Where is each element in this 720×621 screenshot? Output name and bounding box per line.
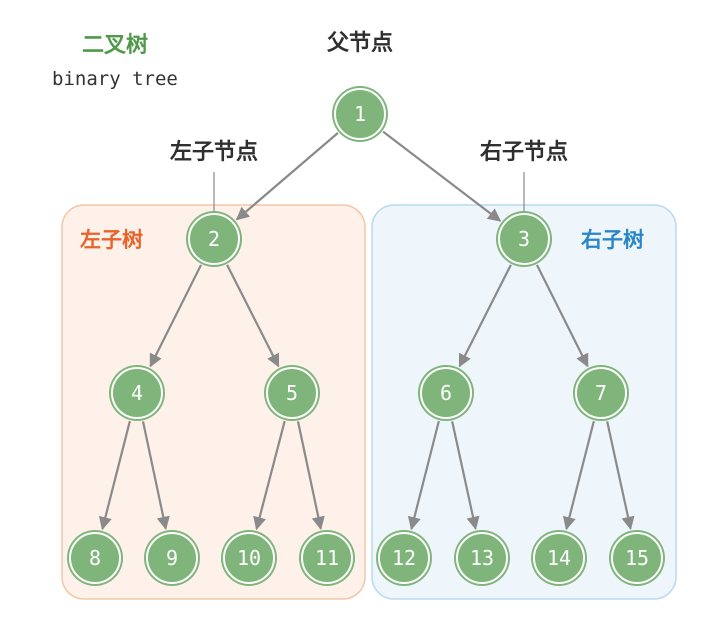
- node-label: 3: [518, 227, 530, 251]
- tree-node-8: 8: [67, 530, 123, 586]
- tree-node-14: 14: [531, 530, 587, 586]
- tree-node-2: 2: [186, 211, 242, 267]
- edge-5-10: [253, 420, 286, 531]
- node-circle: [611, 532, 663, 584]
- node-circle: [223, 532, 275, 584]
- tree-node-13: 13: [454, 530, 510, 586]
- node-label: 7: [595, 381, 607, 405]
- left-subtree-label: 左子树: [80, 228, 143, 252]
- edge-5-11: [296, 421, 325, 530]
- tree-node-7: 7: [573, 365, 629, 421]
- edge-3-6: [458, 264, 512, 368]
- tree-node-11: 11: [299, 530, 355, 586]
- node-label: 5: [286, 381, 298, 405]
- node-label: 9: [166, 546, 178, 570]
- node-circle: [575, 367, 627, 419]
- tree-node-9: 9: [144, 530, 200, 586]
- node-circle: [111, 367, 163, 419]
- edge-6-12: [407, 420, 440, 531]
- node-label: 15: [625, 546, 649, 570]
- node-circle: [301, 532, 353, 584]
- node-circle: [146, 532, 198, 584]
- tree-node-1: 1: [332, 86, 388, 142]
- tree-node-15: 15: [609, 530, 665, 586]
- node-label: 8: [89, 546, 101, 570]
- node-label: 10: [237, 546, 261, 570]
- edge-2-5: [226, 264, 280, 368]
- node-circle: [498, 213, 550, 265]
- edge-1-3: [382, 130, 502, 222]
- edge-4-9: [141, 421, 170, 530]
- node-label: 4: [131, 381, 143, 405]
- node-circle: [420, 367, 472, 419]
- edge-6-13: [451, 421, 480, 530]
- node-circle: [188, 213, 240, 265]
- tree-node-12: 12: [376, 530, 432, 586]
- node-label: 14: [547, 546, 571, 570]
- node-label: 2: [208, 227, 220, 251]
- edge-7-15: [606, 421, 635, 530]
- edge-3-7: [535, 264, 589, 368]
- tree-node-3: 3: [496, 211, 552, 267]
- node-circle: [334, 88, 386, 140]
- node-circle: [69, 532, 121, 584]
- left-child-label: 左子节点: [170, 139, 258, 165]
- node-label: 13: [470, 546, 494, 570]
- node-label: 1: [354, 102, 366, 126]
- tree-node-6: 6: [418, 365, 474, 421]
- right-subtree-label: 右子树: [581, 228, 644, 252]
- right-child-label: 右子节点: [480, 139, 568, 165]
- tree-node-5: 5: [264, 365, 320, 421]
- tree-node-4: 4: [109, 365, 165, 421]
- node-circle: [456, 532, 508, 584]
- title-chinese: 二叉树: [82, 32, 148, 58]
- edge-1-2: [235, 132, 339, 221]
- node-circle: [266, 367, 318, 419]
- title-english: binary tree: [52, 68, 178, 90]
- edge-7-14: [562, 420, 595, 531]
- node-label: 11: [315, 546, 339, 570]
- node-label: 6: [440, 381, 452, 405]
- parent-node-label: 父节点: [327, 30, 393, 56]
- node-label: 12: [392, 546, 416, 570]
- node-circle: [378, 532, 430, 584]
- node-circle: [533, 532, 585, 584]
- edge-4-8: [98, 420, 131, 531]
- edges-layer: [98, 130, 635, 531]
- edge-2-4: [149, 264, 203, 368]
- tree-node-10: 10: [221, 530, 277, 586]
